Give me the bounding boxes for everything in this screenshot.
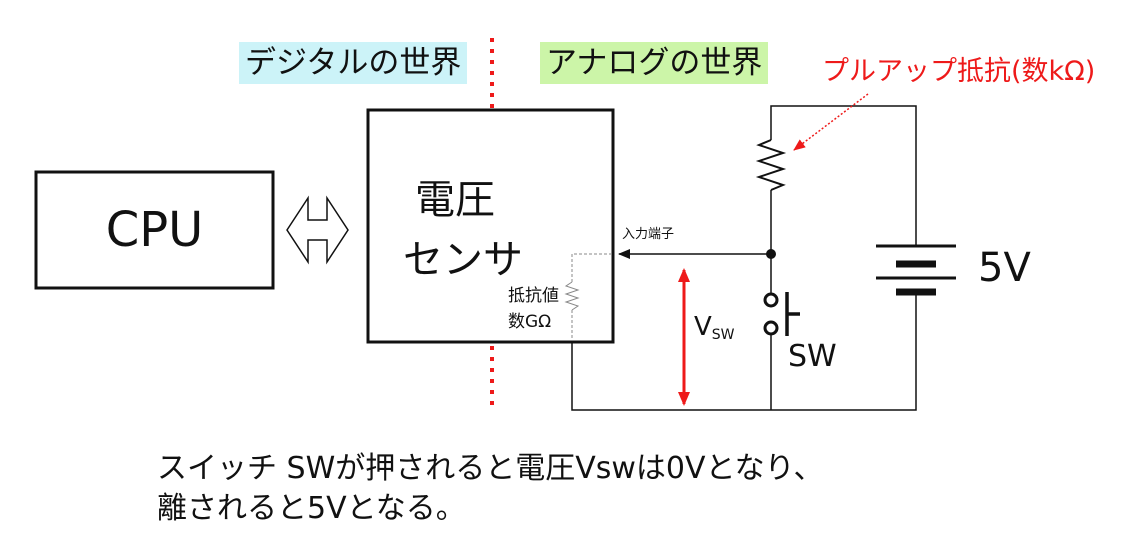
- top-wire: [770, 105, 917, 246]
- caption-line1: スイッチ SWが押されると電圧Vswは0Vとなり、: [157, 451, 824, 486]
- sensor-label-line1: 電圧: [415, 177, 495, 223]
- cpu-box: [34, 170, 275, 290]
- bidirectional-arrow: [286, 195, 349, 265]
- cpu-label: CPU: [105, 202, 204, 258]
- input-terminal-label: 入力端子: [622, 227, 675, 242]
- analog-world-label: アナログの世界: [540, 42, 769, 84]
- digital-world-label: デジタルの世界: [239, 42, 468, 84]
- pullup-resistor-label: プルアップ抵抗(数kΩ): [822, 56, 1096, 87]
- switch-contact-top: [763, 292, 779, 308]
- switch-label: SW: [788, 339, 837, 374]
- switch-contact-bottom: [763, 320, 779, 336]
- vsw-subscript: SW: [711, 327, 735, 343]
- internal-resistor-wire: [571, 253, 612, 282]
- resistance-label-line1: 抵抗値: [508, 286, 559, 306]
- voltage-sensor-box: [366, 108, 615, 344]
- vsw-label: VSW: [694, 314, 735, 342]
- sensor-label-line2: センサ: [403, 237, 523, 283]
- pullup-pointer: [793, 93, 869, 151]
- pullup-resistor: [755, 139, 787, 191]
- resistance-label-line2: 数GΩ: [508, 312, 552, 332]
- vsw-main: V: [694, 312, 712, 342]
- internal-resistor: [564, 281, 580, 311]
- ground-wire: [571, 292, 917, 411]
- battery-voltage-label: 5V: [978, 245, 1031, 291]
- caption-line2: 離されると5Vとなる。: [157, 491, 466, 526]
